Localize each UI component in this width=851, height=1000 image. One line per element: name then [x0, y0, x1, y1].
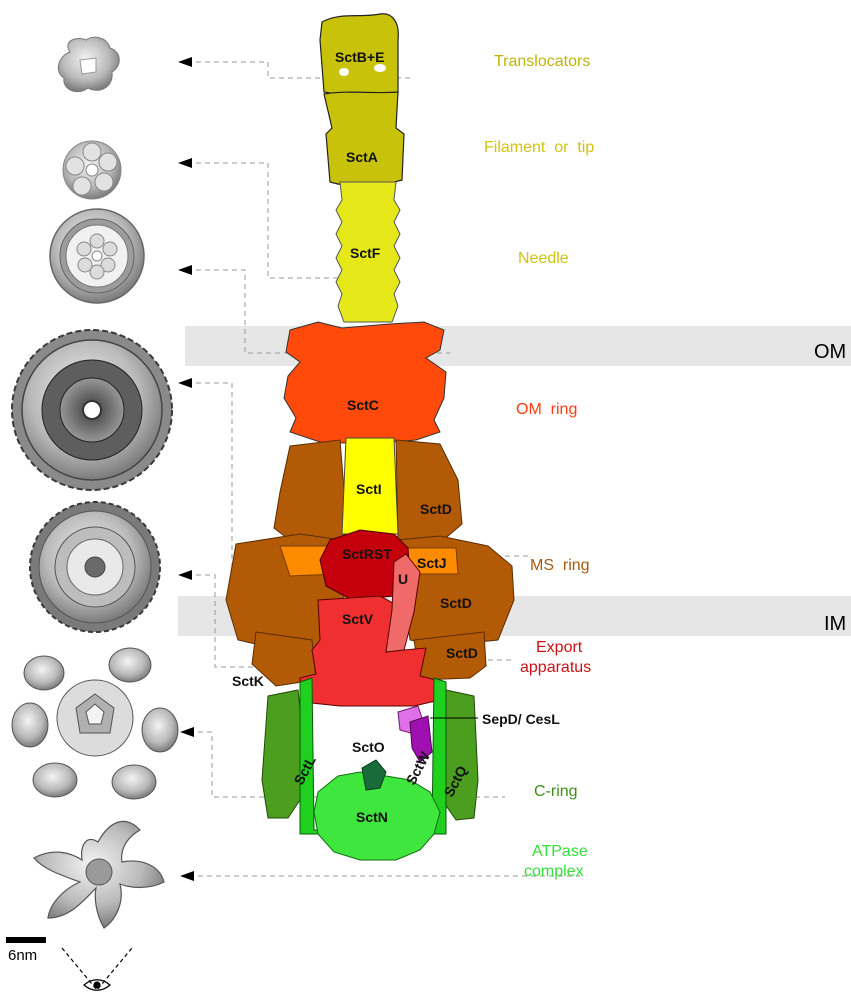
region-ms-ring: MS ring — [530, 557, 590, 574]
region-export-line2: apparatus — [520, 659, 591, 676]
label-sctn: SctN — [356, 809, 388, 825]
arrow-atpase — [180, 871, 194, 881]
leader-arrows — [178, 57, 194, 881]
label-sctf: SctF — [350, 245, 381, 261]
thumb-om-ring — [11, 329, 173, 491]
label-sctk: SctK — [232, 673, 264, 689]
om-label: OM — [814, 341, 846, 363]
label-scta: SctA — [346, 149, 378, 165]
region-needle: Needle — [518, 250, 569, 267]
label-scto: SctO — [352, 739, 385, 755]
u-shape — [385, 553, 421, 653]
label-sctd-low: SctD — [446, 645, 478, 661]
label-scti: SctI — [356, 481, 382, 497]
thumb-needle — [49, 208, 145, 304]
arrow-ms-ring — [178, 570, 192, 580]
thumb-ms-ring — [29, 501, 161, 633]
arrow-translocators — [178, 57, 192, 67]
label-sepd: SepD/ CesL — [482, 711, 560, 727]
sctq-shape — [261, 689, 479, 821]
label-sctrst: SctRST — [342, 546, 392, 562]
label-sctc: SctC — [347, 397, 379, 413]
label-sctbe: SctB+E — [335, 49, 384, 65]
region-om-ring: OM ring — [516, 401, 577, 418]
region-filament: Filament or tip — [484, 139, 594, 156]
label-sctd-top: SctD — [420, 501, 452, 517]
region-atpase-line2: complex — [524, 863, 584, 880]
outer-membrane-band — [185, 326, 851, 366]
region-export-line1: Export — [536, 639, 583, 656]
thumb-atpase — [33, 820, 165, 929]
scale-bar — [6, 937, 46, 943]
arrow-om-ring — [178, 378, 192, 388]
region-atpase-line1: ATPase — [532, 843, 588, 860]
inner-rod-shape — [341, 437, 399, 535]
eye-icon — [61, 947, 133, 991]
label-sctd-mid: SctD — [440, 595, 472, 611]
tip-shape — [323, 91, 405, 187]
region-translocators: Translocators — [494, 53, 590, 70]
needle-shape — [335, 181, 401, 323]
arrow-needle — [178, 265, 192, 275]
arrow-tip — [178, 158, 192, 168]
im-label: IM — [824, 613, 846, 635]
thumb-translocators — [57, 36, 120, 93]
region-c-ring: C-ring — [534, 783, 578, 800]
thumb-c-ring — [11, 647, 179, 800]
scale-bar-label: 6nm — [8, 947, 37, 964]
scto-shape — [361, 759, 387, 791]
sctw-shape — [409, 715, 433, 763]
label-u: U — [398, 571, 408, 587]
label-sctj: SctJ — [417, 555, 447, 571]
thumb-tip — [62, 140, 122, 200]
arrow-c-ring — [180, 727, 194, 737]
label-sctv: SctV — [342, 611, 374, 627]
om-ring-shape — [283, 321, 447, 445]
